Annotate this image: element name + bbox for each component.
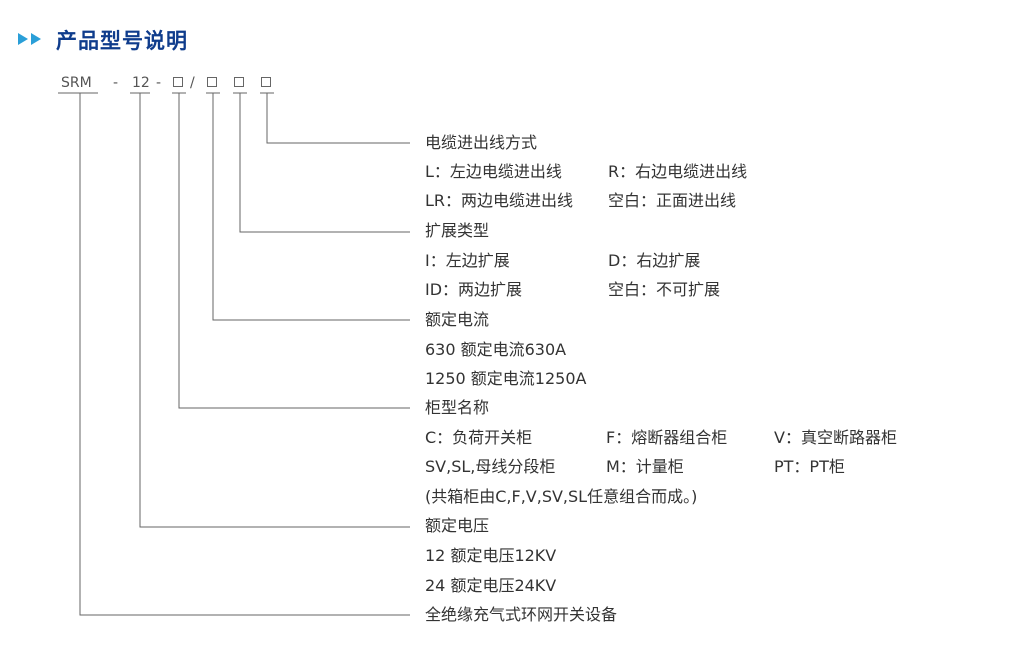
cabinet-note: (共箱柜由C,F,V,SV,SL任意组合而成。)	[425, 487, 698, 506]
current-option-630: 630 额定电流630A	[425, 340, 567, 359]
voltage-option-12: 12 额定电压12KV	[425, 546, 557, 565]
connector-product	[79, 93, 410, 616]
code-voltage: 12	[132, 75, 150, 91]
cable-option-r: R：右边电缆进出线	[608, 162, 748, 181]
current-title: 额定电流	[425, 310, 490, 329]
cabinet-title: 柜型名称	[425, 398, 490, 417]
code-dash-1: -	[113, 75, 119, 91]
connector-current	[212, 93, 410, 321]
expand-option-d: D：右边扩展	[608, 251, 701, 270]
cabinet-option-f: F：熔断器组合柜	[606, 428, 728, 447]
connector-cable	[266, 93, 410, 144]
connector-voltage	[139, 93, 410, 528]
current-option-1250: 1250 额定电流1250A	[425, 369, 587, 388]
expand-option-id: ID：两边扩展	[425, 280, 523, 299]
code-slash: /	[190, 75, 195, 91]
code-box-current	[207, 77, 217, 87]
cable-title: 电缆进出线方式	[425, 133, 538, 152]
cable-option-l: L：左边电缆进出线	[425, 162, 562, 181]
expand-option-i: I：左边扩展	[425, 251, 510, 270]
product-title: 全绝缘充气式环网开关设备	[425, 605, 618, 624]
double-triangle-right-icon	[18, 33, 41, 45]
expand-option-blank: 空白：不可扩展	[608, 280, 721, 299]
cabinet-option-v: V：真空断路器柜	[774, 428, 897, 447]
connector-expand	[239, 93, 410, 233]
cabinet-option-m: M：计量柜	[606, 457, 684, 476]
cable-option-lr: LR：两边电缆进出线	[425, 191, 574, 210]
cabinet-option-c: C：负荷开关柜	[425, 428, 533, 447]
code-box-cable	[261, 77, 271, 87]
cable-option-blank: 空白：正面进出线	[608, 191, 737, 210]
voltage-option-24: 24 额定电压24KV	[425, 576, 557, 595]
code-box-cabinet	[173, 77, 183, 87]
page-title: 产品型号说明	[56, 29, 188, 53]
code-box-expand	[234, 77, 244, 87]
connector-cabinet	[178, 93, 410, 409]
voltage-title: 额定电压	[425, 516, 490, 535]
cabinet-option-pt: PT：PT柜	[774, 457, 845, 476]
cabinet-option-sv-sl: SV,SL,母线分段柜	[425, 457, 556, 476]
expand-title: 扩展类型	[425, 221, 490, 240]
code-prefix: SRM	[61, 75, 92, 91]
code-dash-2: -	[156, 75, 162, 91]
